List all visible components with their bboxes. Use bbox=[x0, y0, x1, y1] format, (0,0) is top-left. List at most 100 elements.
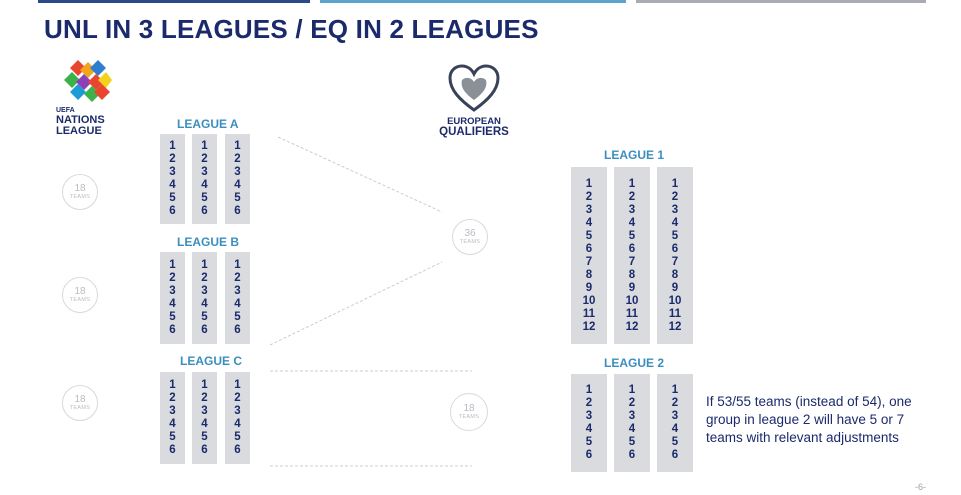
group-cell: 5 bbox=[234, 431, 241, 443]
group-cell: 8 bbox=[671, 268, 679, 281]
league-c-teams-badge: 18 TEAMS bbox=[62, 385, 98, 421]
group-cell: 6 bbox=[169, 324, 176, 336]
group-cell: 3 bbox=[169, 285, 176, 297]
badge-number: 36 bbox=[464, 227, 476, 239]
european-qualifiers-logo: EUROPEAN QUALIFIERS bbox=[432, 64, 516, 144]
group-cell: 5 bbox=[628, 436, 636, 448]
european-qualifiers-emblem-icon bbox=[448, 64, 500, 112]
group-cell: 1 bbox=[585, 177, 593, 190]
top-bar-right bbox=[636, 0, 926, 3]
page-title: UNL IN 3 LEAGUES / EQ IN 2 LEAGUES bbox=[44, 14, 539, 44]
badge-text: TEAMS bbox=[69, 296, 91, 303]
group-cell: 3 bbox=[234, 166, 241, 178]
badge-number: 18 bbox=[463, 402, 475, 414]
group-cell: 6 bbox=[201, 444, 208, 456]
eq-league-1-teams-badge: 36 TEAMS bbox=[452, 219, 488, 255]
group-cell: 2 bbox=[201, 272, 208, 284]
group-cell: 1 bbox=[234, 379, 241, 391]
group-cell: 2 bbox=[585, 190, 593, 203]
group-cell: 1 bbox=[585, 384, 593, 396]
group-cell: 4 bbox=[201, 418, 208, 430]
connector-line-a bbox=[277, 136, 443, 213]
group-cell: 4 bbox=[169, 179, 176, 191]
group-cell: 2 bbox=[671, 190, 679, 203]
badge-text: TEAMS bbox=[459, 238, 481, 245]
group-cell: 2 bbox=[169, 272, 176, 284]
nations-league-logo: UEFA NATIONS LEAGUE bbox=[56, 58, 116, 148]
group-cell: 10 bbox=[625, 294, 639, 307]
group-cell: 5 bbox=[169, 431, 176, 443]
group-cell: 5 bbox=[585, 436, 593, 448]
nations-league-line1: UEFA bbox=[56, 107, 75, 114]
group-cell: 6 bbox=[585, 242, 593, 255]
group-cell: 7 bbox=[585, 255, 593, 268]
badge-number: 18 bbox=[74, 393, 86, 405]
group-cell: 11 bbox=[625, 307, 639, 320]
group-cell: 5 bbox=[169, 311, 176, 323]
group-cell: 1 bbox=[201, 140, 208, 152]
league-c-label: LEAGUE C bbox=[180, 354, 243, 368]
group-cell: 3 bbox=[585, 410, 593, 422]
group-cell: 2 bbox=[671, 397, 679, 409]
eq-league-2-teams-badge: 18 TEAMS bbox=[450, 393, 488, 431]
group-cell: 2 bbox=[234, 392, 241, 404]
group-cell: 6 bbox=[169, 205, 176, 217]
group-cell: 4 bbox=[169, 298, 176, 310]
group-cell: 7 bbox=[671, 255, 679, 268]
group-cell: 12 bbox=[668, 320, 682, 333]
group-cell: 5 bbox=[169, 192, 176, 204]
group-cell: 6 bbox=[585, 449, 593, 461]
group-cell: 2 bbox=[628, 397, 636, 409]
group-cell: 9 bbox=[671, 281, 679, 294]
group-cell: 1 bbox=[169, 379, 176, 391]
group-cell: 4 bbox=[201, 298, 208, 310]
badge-text: TEAMS bbox=[458, 413, 480, 420]
group-cell: 10 bbox=[582, 294, 596, 307]
league-a-teams-badge: 18 TEAMS bbox=[62, 174, 98, 210]
nations-league-emblem-icon bbox=[64, 60, 112, 102]
group-cell: 1 bbox=[671, 384, 679, 396]
group-cell: 6 bbox=[234, 324, 241, 336]
group-cell: 6 bbox=[671, 449, 679, 461]
group-cell: 1 bbox=[628, 384, 636, 396]
group-cell: 12 bbox=[625, 320, 639, 333]
adjustment-note: If 53/55 teams (instead of 54), one grou… bbox=[706, 394, 912, 445]
group-cell: 1 bbox=[169, 140, 176, 152]
group-cell: 4 bbox=[234, 298, 241, 310]
league-1-label: LEAGUE 1 bbox=[604, 148, 665, 162]
top-bar-left bbox=[38, 0, 310, 3]
group-cell: 5 bbox=[234, 192, 241, 204]
group-cell: 3 bbox=[628, 410, 636, 422]
group-cell: 5 bbox=[671, 436, 679, 448]
group-cell: 6 bbox=[628, 449, 636, 461]
group-cell: 6 bbox=[671, 242, 679, 255]
group-cell: 3 bbox=[628, 203, 636, 216]
group-cell: 4 bbox=[671, 216, 679, 229]
group-cell: 2 bbox=[201, 153, 208, 165]
group-cell: 1 bbox=[201, 379, 208, 391]
group-cell: 4 bbox=[201, 179, 208, 191]
group-cell: 4 bbox=[585, 216, 593, 229]
group-cell: 2 bbox=[234, 272, 241, 284]
group-cell: 6 bbox=[628, 242, 636, 255]
group-cell: 1 bbox=[201, 259, 208, 271]
group-cell: 1 bbox=[671, 177, 679, 190]
european-qualifiers-line2: QUALIFIERS bbox=[439, 126, 509, 138]
group-cell: 3 bbox=[201, 405, 208, 417]
group-cell: 2 bbox=[234, 153, 241, 165]
group-cell: 5 bbox=[628, 229, 636, 242]
group-cell: 5 bbox=[585, 229, 593, 242]
group-cell: 2 bbox=[201, 392, 208, 404]
group-cell: 3 bbox=[234, 405, 241, 417]
group-cell: 3 bbox=[585, 203, 593, 216]
